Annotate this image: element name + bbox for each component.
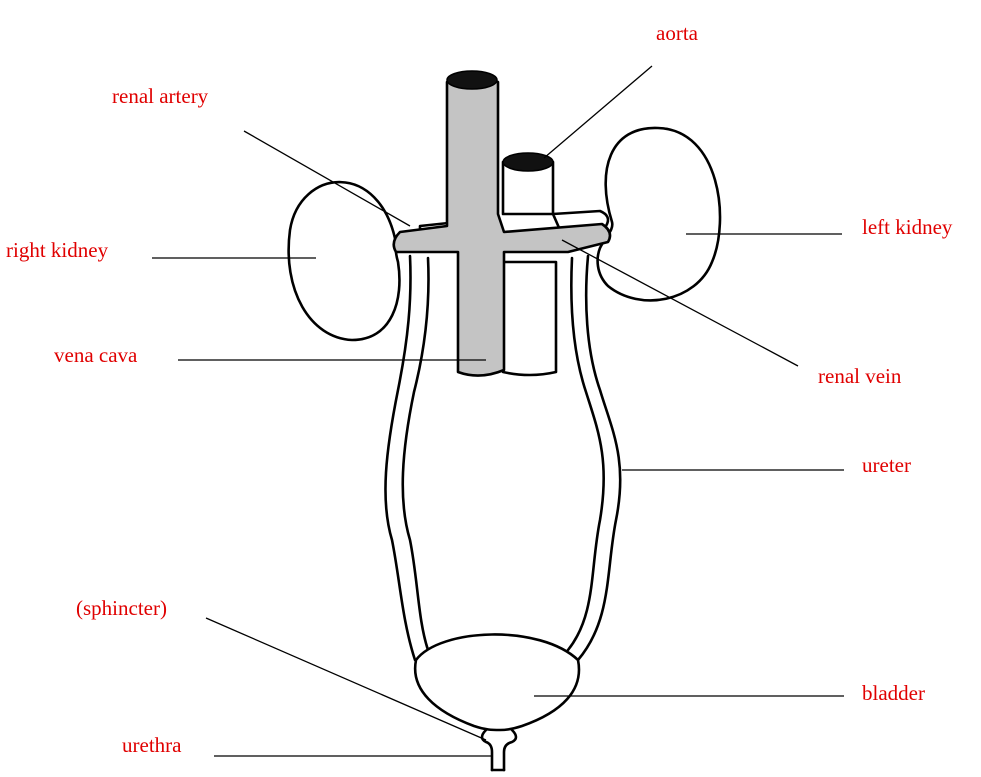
label-vena-cava: vena cava [54, 343, 138, 367]
label-urethra: urethra [122, 733, 182, 757]
urethra [480, 728, 518, 772]
aorta [501, 152, 558, 377]
leader-renal-vein [561, 239, 799, 367]
leader-aorta [543, 65, 653, 159]
label-sphincter: (sphincter) [76, 596, 167, 620]
label-renal-artery: renal artery [112, 84, 209, 108]
leader-renal-artery [243, 130, 411, 227]
label-bladder: bladder [862, 681, 925, 705]
label-aorta: aorta [656, 21, 699, 45]
right-ureter [566, 254, 622, 662]
label-ureter: ureter [862, 453, 911, 477]
labels: aorta renal artery right kidney left kid… [6, 21, 953, 757]
bladder [413, 633, 581, 732]
vena-cava [392, 70, 612, 377]
label-renal-vein: renal vein [818, 364, 902, 388]
left-ureter [384, 254, 430, 662]
left-kidney [596, 126, 722, 302]
label-right-kidney: right kidney [6, 238, 109, 262]
label-left-kidney: left kidney [862, 215, 953, 239]
leader-lines [152, 65, 844, 757]
right-kidney [287, 180, 401, 342]
leader-sphincter [205, 617, 487, 741]
